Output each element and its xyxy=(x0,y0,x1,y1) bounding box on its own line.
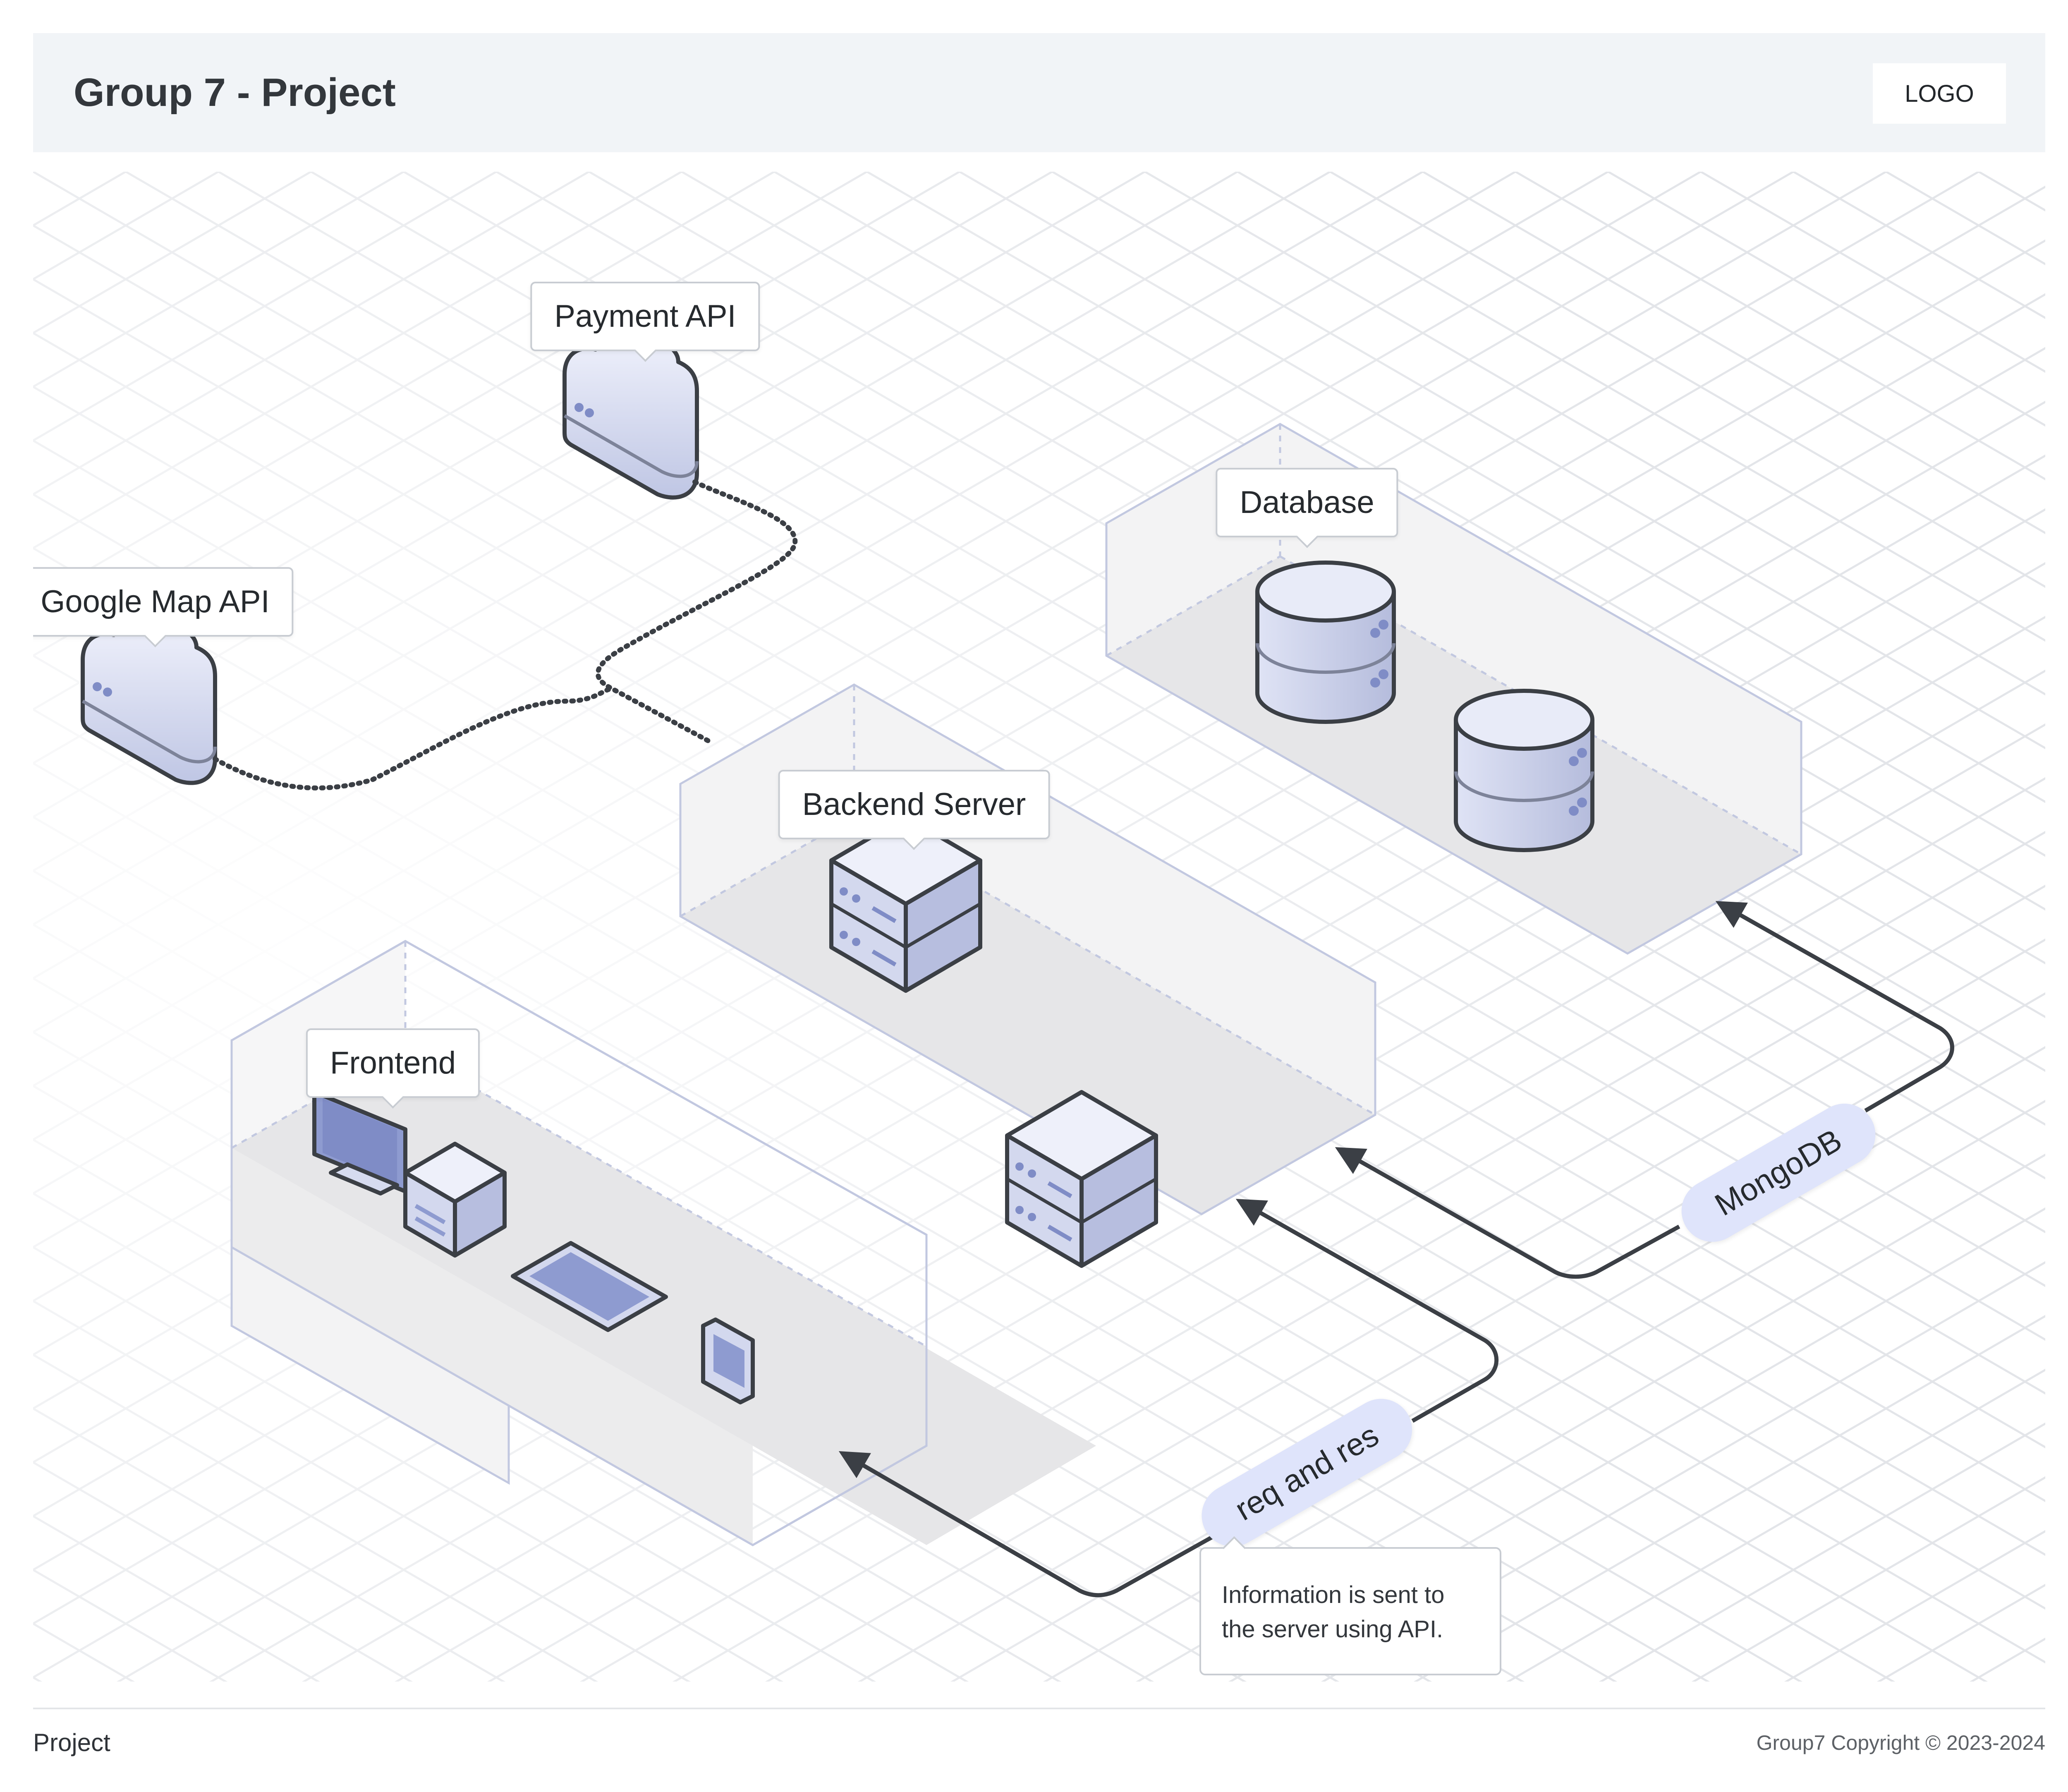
google-map-api-label: Google Map API xyxy=(33,567,294,637)
req-res-arrow-to-backend xyxy=(1235,1199,1499,1423)
footer-project-label: Project xyxy=(33,1729,110,1756)
payment-api-label: Payment API xyxy=(530,282,760,351)
server-icon xyxy=(829,815,982,993)
page-title: Group 7 - Project xyxy=(74,70,396,115)
frontend-label: Frontend xyxy=(306,1028,480,1098)
diagram-canvas: Payment API Google Map API Database Back… xyxy=(33,172,2045,1682)
phone-icon xyxy=(701,1318,755,1404)
database-cylinder-icon xyxy=(1255,561,1396,724)
desktop-tower-icon xyxy=(403,1142,507,1258)
info-note: Information is sent to the server using … xyxy=(1199,1547,1501,1675)
database-label: Database xyxy=(1216,468,1398,537)
google-map-api-connector xyxy=(213,686,615,791)
header-bar: Group 7 - Project LOGO xyxy=(33,33,2045,152)
tablet-icon xyxy=(511,1241,668,1332)
footer-copyright: Group7 Copyright © 2023-2024 xyxy=(1756,1731,2045,1754)
backend-server-label: Backend Server xyxy=(778,770,1050,839)
database-cylinder-icon xyxy=(1454,689,1594,852)
logo-button[interactable]: LOGO xyxy=(1873,63,2006,124)
footer-divider xyxy=(33,1708,2045,1709)
payment-api-connector xyxy=(595,479,798,745)
req-res-arrow-to-frontend xyxy=(838,1451,1221,1598)
mongodb-arrow-to-backend xyxy=(1335,1147,1680,1279)
server-icon xyxy=(1005,1090,1158,1268)
mongodb-arrow-to-database xyxy=(1715,901,1954,1113)
diagram-svg xyxy=(33,172,2045,1682)
